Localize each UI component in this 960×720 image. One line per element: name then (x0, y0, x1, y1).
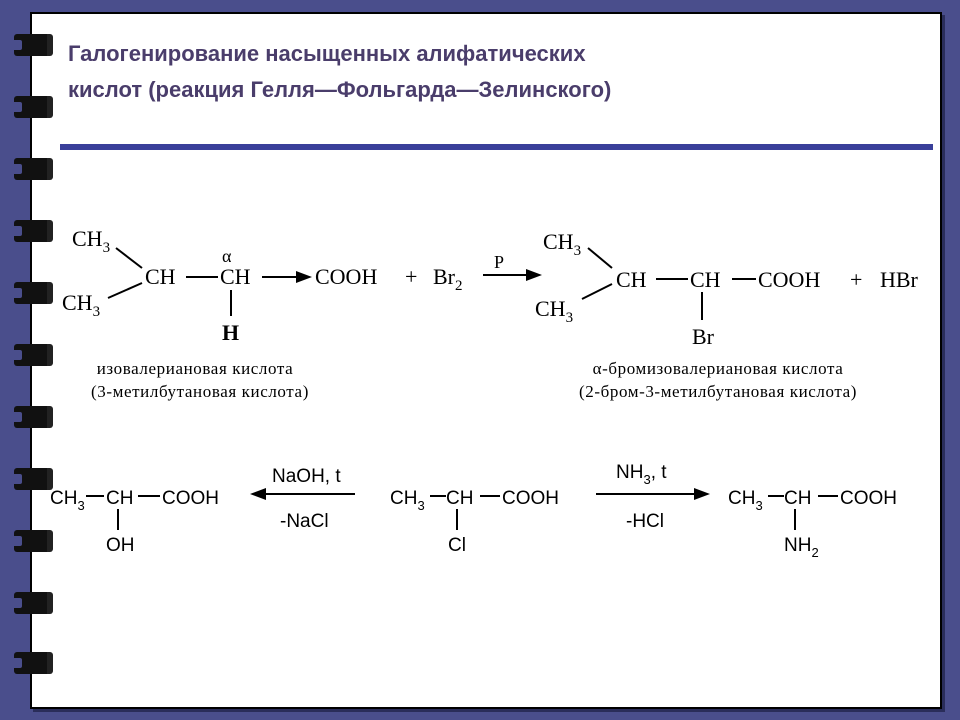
ch3-group: CH3 (62, 290, 100, 320)
cooh-group: COOH (162, 488, 219, 509)
slide-title: Галогенирование насыщенных алифатических… (68, 36, 888, 108)
bond (587, 247, 613, 269)
title-line-1: Галогенирование насыщенных алифатических (68, 41, 586, 66)
cooh-group: COOH (502, 488, 559, 509)
hbr-product: HBr (880, 267, 919, 292)
title-line-2: кислот (реакция Гелля—Фольгарда—Зелинско… (68, 77, 612, 102)
cooh-group: COOH (840, 488, 897, 509)
binder-ring (10, 406, 53, 428)
ch-group: CH (446, 488, 473, 509)
plus-sign: + (850, 267, 862, 292)
arrow-head (250, 488, 266, 500)
ch-group: CH (784, 488, 811, 509)
byproduct-hcl: -HCl (626, 511, 664, 532)
ch-group: CH (106, 488, 133, 509)
alpha-ch-group: CH (220, 264, 251, 289)
ch3-group: CH3 (543, 229, 581, 259)
binder-ring (10, 344, 53, 366)
ch3-group: CH3 (50, 488, 85, 513)
arrow-head (296, 271, 312, 283)
binder-ring (10, 530, 53, 552)
bromine-atom: Br (692, 324, 715, 349)
binder-ring (10, 96, 53, 118)
reagent-nh3: NH3, t (616, 462, 667, 487)
ch3-group: CH3 (390, 488, 425, 513)
arrow-head (694, 488, 710, 500)
ch3-group: CH3 (72, 226, 110, 256)
ch3-group: CH3 (535, 296, 573, 326)
cooh-group: COOH (315, 264, 377, 289)
binder-ring (10, 158, 53, 180)
amino-group: NH2 (784, 535, 819, 560)
title-underline (60, 144, 933, 150)
chlorine-atom: Cl (448, 535, 466, 556)
binder-ring (10, 220, 53, 242)
cooh-group: COOH (758, 267, 820, 292)
ch-group: CH (690, 267, 721, 292)
bromine-reagent: Br2 (433, 264, 463, 294)
binder-ring (10, 652, 53, 674)
hydroxyl-group: OH (106, 535, 135, 556)
bond (115, 247, 143, 269)
ch-group: CH (616, 267, 647, 292)
bond (581, 283, 613, 300)
product-name: α-бромизовалериановая кислота (593, 359, 844, 378)
reactant-name: изовалериановая кислота (97, 359, 294, 378)
reagent-naoh: NaOH, t (272, 466, 341, 487)
plus-sign: + (405, 264, 417, 289)
arrow-head (526, 269, 542, 281)
binder-ring (10, 468, 53, 490)
alpha-label: α (222, 246, 232, 266)
ch-group: CH (145, 264, 176, 289)
binder-ring (10, 282, 53, 304)
binder-ring (10, 34, 53, 56)
bond (107, 282, 143, 299)
slide (30, 12, 942, 709)
catalyst-label: P (494, 252, 504, 272)
byproduct-nacl: -NaCl (280, 511, 329, 532)
binder-ring (10, 592, 53, 614)
ch3-group: CH3 (728, 488, 763, 513)
reactant-iupac-name: (3-метилбутановая кислота) (91, 382, 309, 401)
hydrogen-atom: H (222, 320, 239, 345)
product-iupac-name: (2-бром-3-метилбутановая кислота) (579, 382, 857, 401)
